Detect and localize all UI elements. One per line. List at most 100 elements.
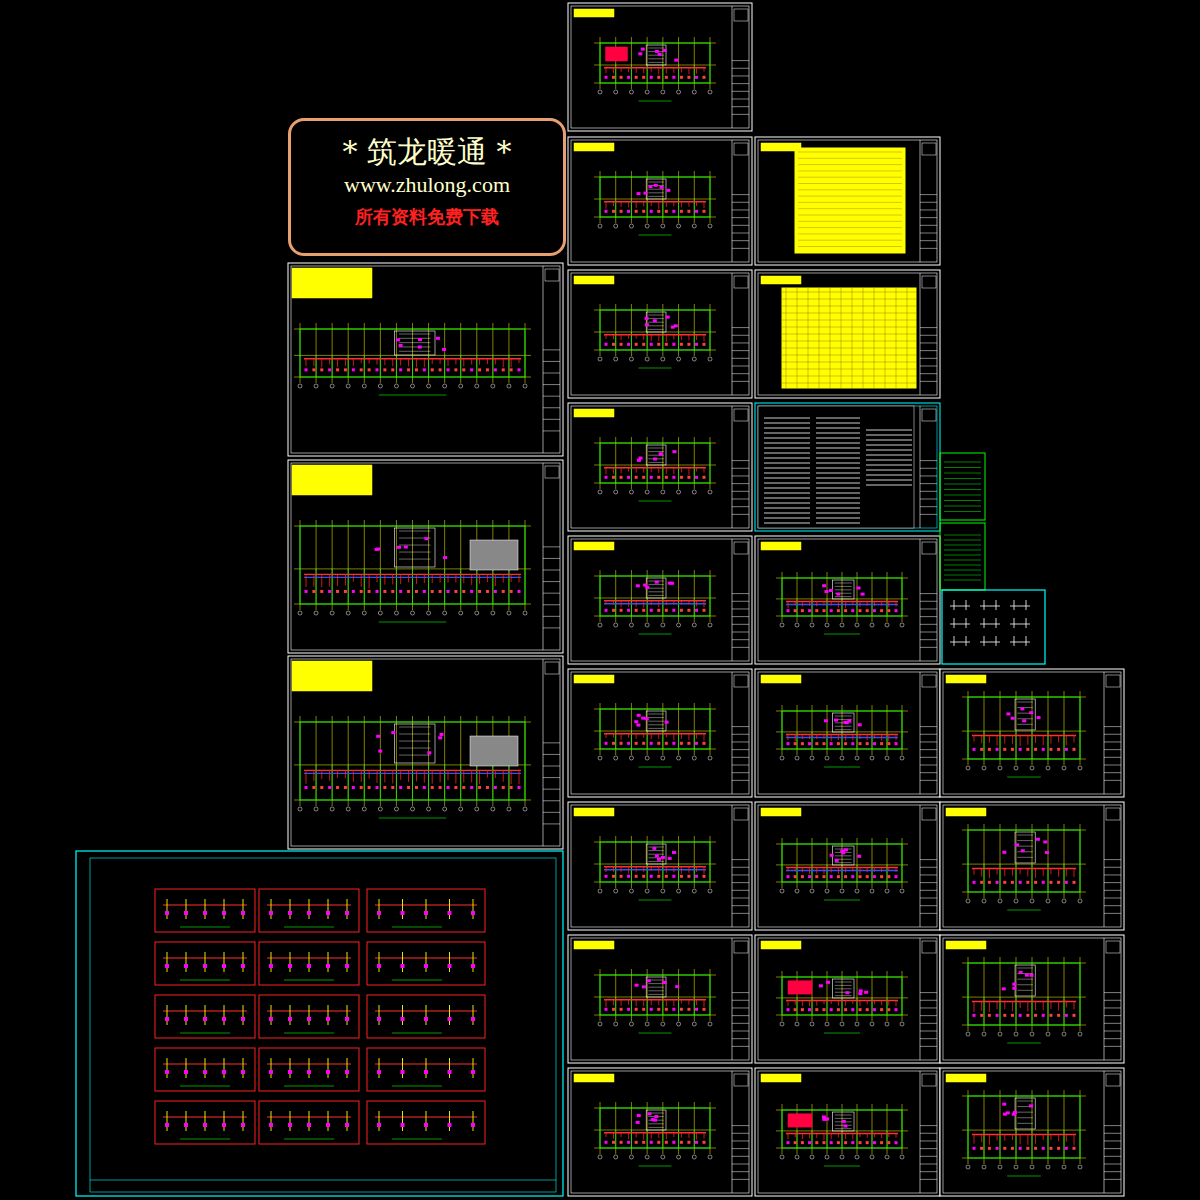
plan-line [732, 905, 749, 906]
radiator [1019, 881, 1022, 884]
design-notes [758, 406, 914, 528]
equipment [1002, 1103, 1006, 1106]
axis-bubble [692, 357, 696, 361]
plan-line [732, 632, 749, 633]
plan-line [621, 867, 622, 873]
axis-bubble [982, 766, 986, 770]
plan-line [824, 1033, 860, 1034]
plan-line [658, 468, 659, 473]
plan-line [798, 158, 902, 159]
radiator [620, 76, 623, 79]
axis-bubble [870, 1155, 874, 1159]
plan-line [984, 636, 985, 646]
plan-line [628, 734, 629, 738]
radiator [612, 476, 615, 479]
plan-line [816, 498, 860, 499]
plan-line [1058, 868, 1059, 876]
plan-line [1104, 898, 1121, 899]
axis-bubble [677, 90, 681, 94]
wall-outline [968, 830, 1080, 892]
equipment [647, 979, 651, 982]
radiator [439, 368, 442, 371]
plan-line [944, 500, 981, 501]
plan-line [399, 545, 431, 546]
radiator [680, 609, 683, 612]
axis-bubble [998, 1032, 1002, 1036]
stair-core [1015, 699, 1035, 730]
radiator [612, 210, 615, 213]
spec-text-block [795, 148, 905, 253]
radiator [687, 210, 690, 213]
plan-line [966, 600, 967, 610]
plan-line [835, 586, 852, 587]
axis-bubble [459, 611, 463, 615]
wall-outline [782, 977, 902, 1015]
axis-bubble [692, 623, 696, 627]
plan-line [606, 202, 607, 209]
plan-line [1064, 691, 1065, 765]
plan-line [887, 1104, 888, 1154]
plan-line [816, 478, 860, 479]
plan-line [666, 1000, 667, 1007]
plan-line [666, 601, 667, 605]
plan-line [348, 716, 349, 806]
radiator [336, 590, 339, 593]
plan-line [732, 624, 749, 625]
plan-line [666, 734, 667, 738]
plan-line [920, 406, 921, 528]
inner-frame [758, 539, 937, 661]
axis-bubble [330, 384, 334, 388]
inner-frame [758, 805, 937, 927]
plan-line [696, 202, 697, 206]
plan-line [732, 1156, 749, 1157]
axis-bubble [998, 766, 1002, 770]
radiator [605, 476, 608, 479]
stair-core [832, 580, 854, 599]
plan-line [997, 868, 998, 874]
plan-line [950, 606, 970, 607]
plan-line [980, 606, 1000, 607]
equipment [824, 590, 828, 593]
radiator [627, 875, 630, 878]
radiator [695, 343, 698, 346]
plan-line [604, 467, 706, 468]
plan-line [866, 435, 912, 436]
plan-line [989, 1134, 990, 1144]
axis-bubble [598, 90, 602, 94]
radiator [895, 1008, 898, 1011]
radiator [352, 590, 355, 593]
plan-line [1066, 735, 1067, 745]
plan-line [888, 735, 889, 742]
plan-line [1104, 1015, 1121, 1016]
radiator [844, 742, 847, 745]
radiator [801, 609, 804, 612]
plan-line [1104, 992, 1121, 993]
plan-line [604, 603, 706, 604]
plan-line [816, 503, 860, 504]
equipment [1043, 840, 1047, 843]
equipment [675, 985, 679, 988]
plan-line [631, 969, 632, 1021]
plan-line [920, 225, 937, 226]
plan-line [732, 248, 749, 249]
plan-line [648, 850, 663, 851]
plan-line [954, 600, 955, 610]
plan-line [972, 1001, 1076, 1002]
plan-line [392, 574, 393, 584]
axis-bubble [780, 889, 784, 893]
equipment [663, 49, 667, 52]
radiator [650, 76, 653, 79]
radiator [973, 748, 976, 751]
plan-line [1016, 1090, 1017, 1164]
axis-bubble [645, 357, 649, 361]
plan-line [732, 992, 749, 993]
radiator [1011, 1147, 1014, 1150]
plan-line [658, 734, 659, 739]
logo-box [1106, 941, 1120, 953]
radiator [703, 609, 706, 612]
plan-line [732, 140, 733, 262]
plan-line [732, 114, 749, 115]
plan-line [962, 731, 1086, 732]
axis-bubble [855, 889, 859, 893]
radiator [1049, 748, 1052, 751]
